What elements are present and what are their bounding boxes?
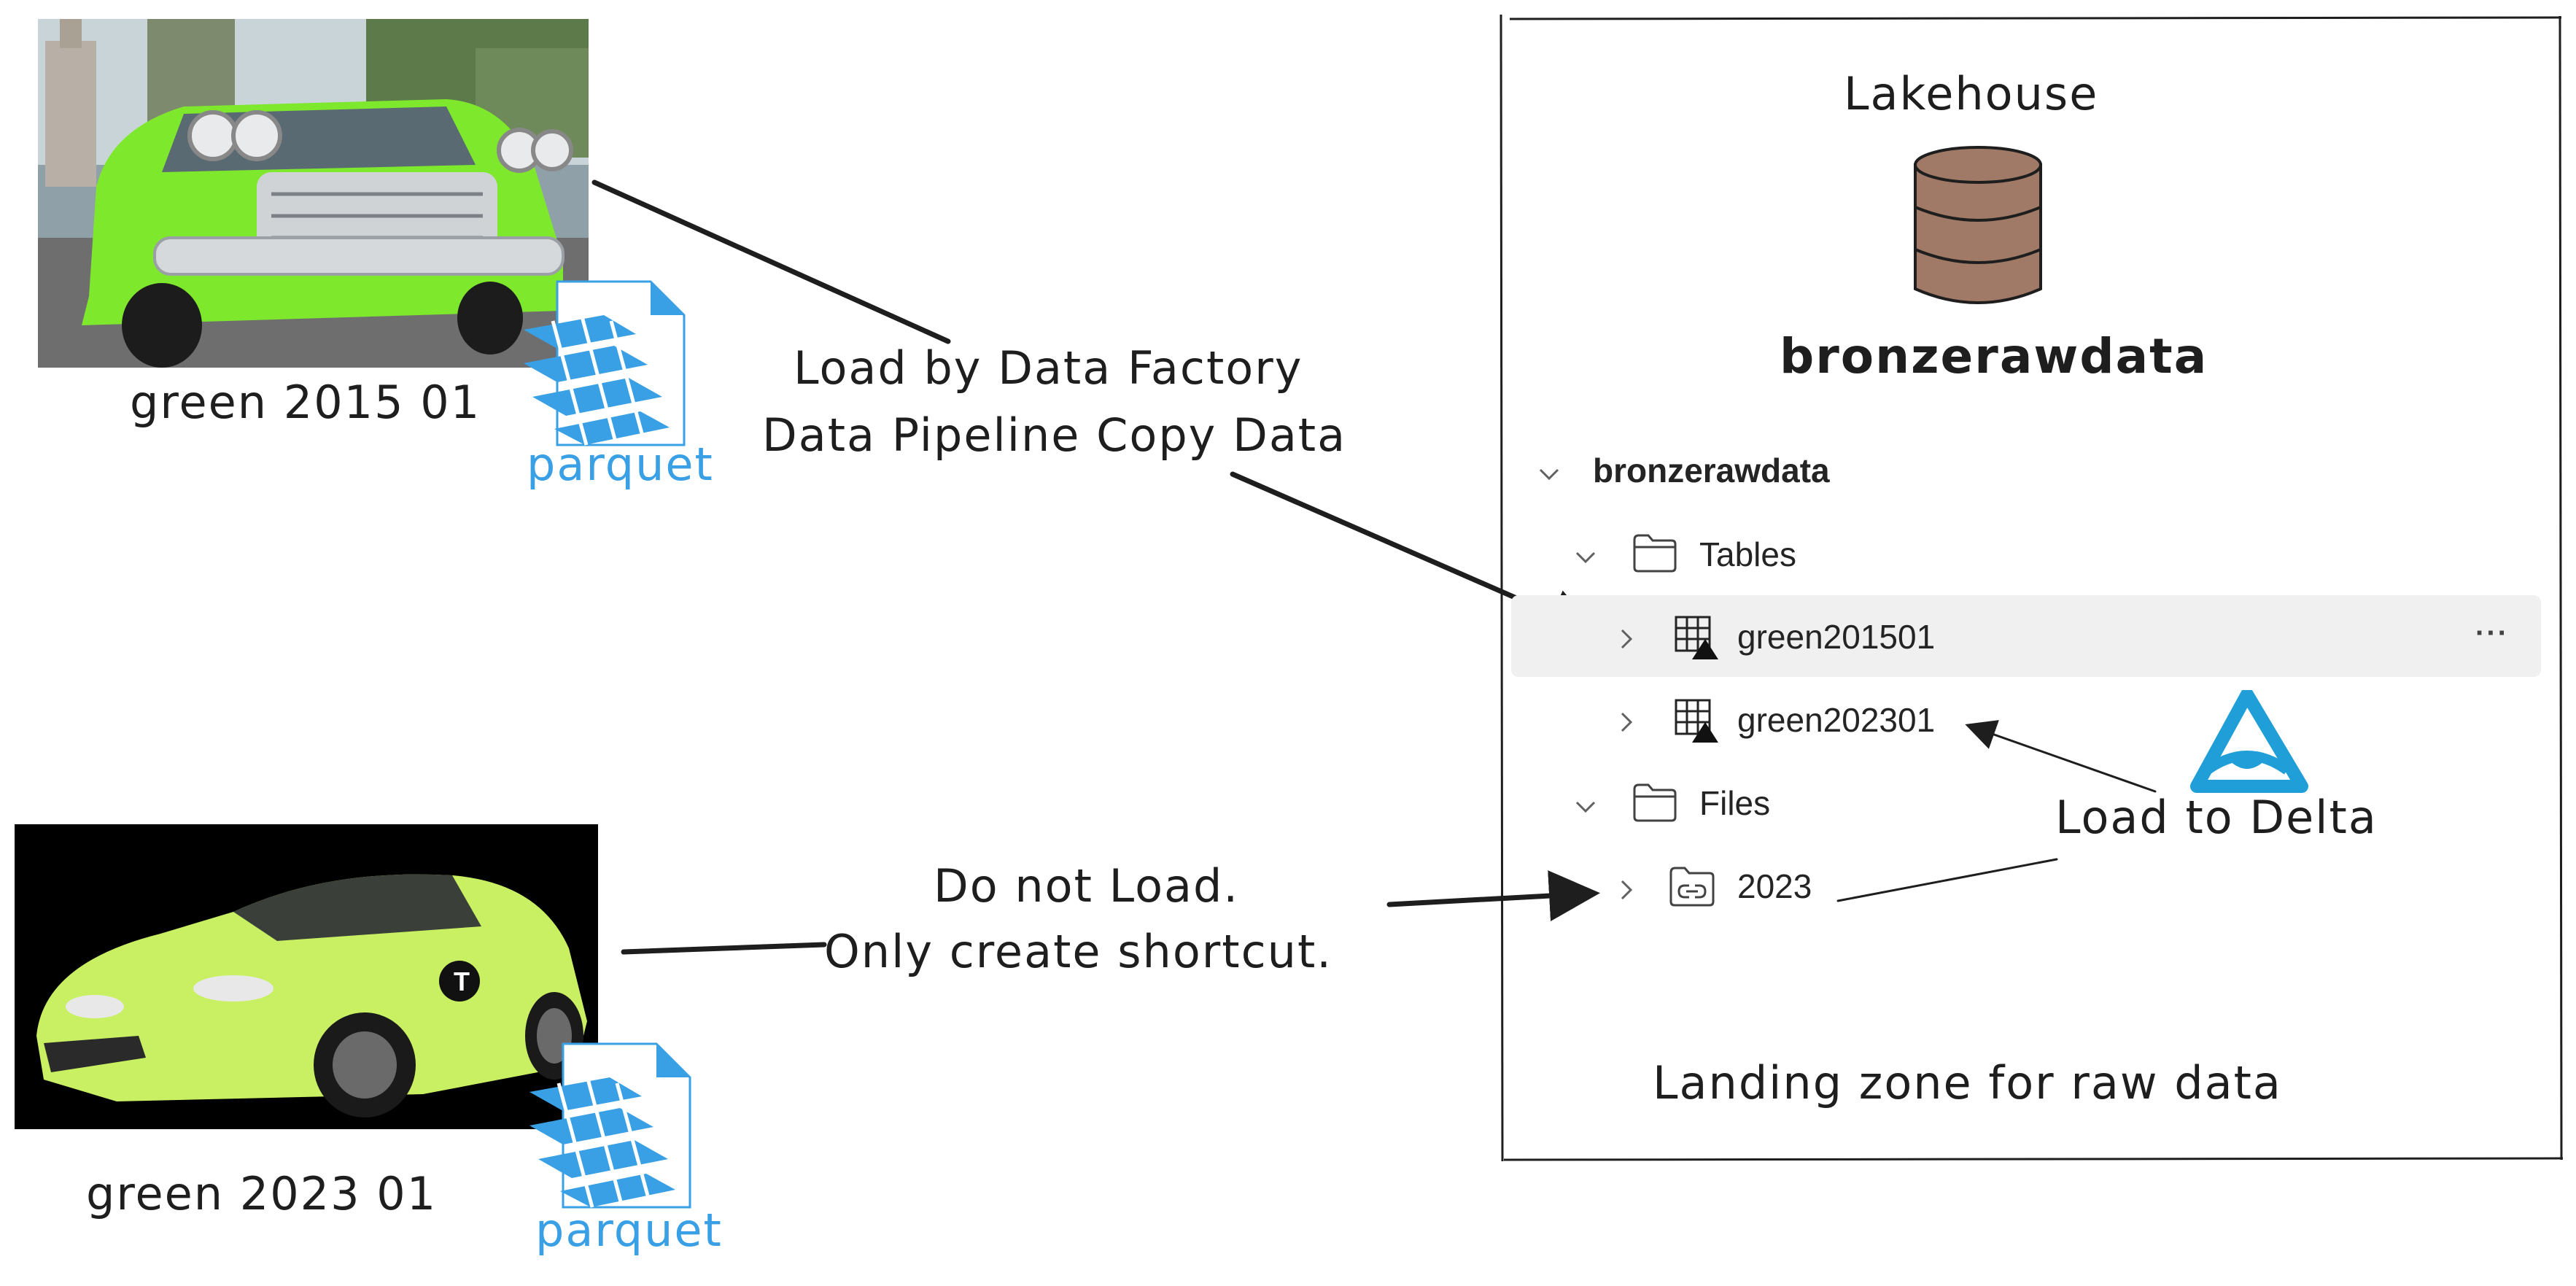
noload-annotation-line1: Do not Load. <box>934 859 1240 913</box>
photo-green-2015-taxi <box>38 19 589 368</box>
svg-text:T: T <box>454 967 470 996</box>
arrow-to-green202301 <box>1965 720 2157 793</box>
delta-table-icon <box>1675 699 1718 743</box>
tables-folder-label[interactable]: Tables <box>1699 535 1796 573</box>
delta-annotation: Load to Delta <box>2055 791 2378 844</box>
checker-cab-illustration <box>38 19 589 368</box>
parquet-file-icon <box>524 280 686 446</box>
photo-green-2023-tesla: T <box>15 824 598 1129</box>
delta-lake-logo-icon <box>2190 690 2308 793</box>
delta-table-icon <box>1675 616 1718 659</box>
parquet-file-icon <box>529 1042 691 1209</box>
lakehouse-heading: Lakehouse <box>1844 67 2099 120</box>
arrow-to-2023-shortcut <box>1386 870 1600 921</box>
lakehouse-name: bronzerawdata <box>1780 328 2208 384</box>
load-annotation-line2: Data Pipeline Copy Data <box>762 408 1347 462</box>
connector-line <box>591 179 951 344</box>
table-label-green201501[interactable]: green201501 <box>1737 618 1936 656</box>
folder-icon <box>1633 783 1677 822</box>
parquet-label: parquet <box>535 1204 723 1257</box>
lakehouse-database-icon <box>1914 146 2042 304</box>
chevron-down-icon[interactable] <box>1571 792 1600 821</box>
shortcut-folder-icon <box>1669 867 1715 907</box>
load-annotation-line1: Load by Data Factory <box>794 341 1303 395</box>
caption-green-2023-01: green 2023 01 <box>86 1167 438 1220</box>
table-row-green201501[interactable] <box>1511 595 2541 677</box>
connector-line <box>1836 858 2058 902</box>
tesla-cab-illustration: T <box>15 824 598 1129</box>
files-label-2023[interactable]: 2023 <box>1737 867 1812 905</box>
caption-green-2015-01: green 2015 01 <box>130 376 481 429</box>
files-folder-label[interactable]: Files <box>1699 784 1771 822</box>
table-label-green202301[interactable]: green202301 <box>1737 701 1936 739</box>
noload-annotation-line2: Only create shortcut. <box>824 925 1332 978</box>
chevron-right-icon[interactable] <box>1612 708 1641 737</box>
more-options-icon[interactable]: ··· <box>2475 617 2509 649</box>
tree-root-label[interactable]: bronzerawdata <box>1593 452 1830 489</box>
connector-line <box>621 942 827 955</box>
lakehouse-panel-border <box>1500 14 2564 1162</box>
chevron-right-icon[interactable] <box>1612 624 1641 654</box>
chevron-down-icon[interactable] <box>1571 543 1600 572</box>
lakehouse-footer: Landing zone for raw data <box>1653 1056 2282 1109</box>
chevron-down-icon[interactable] <box>1535 460 1564 489</box>
parquet-label: parquet <box>527 438 714 491</box>
chevron-right-icon[interactable] <box>1612 875 1641 905</box>
folder-icon <box>1633 534 1677 573</box>
